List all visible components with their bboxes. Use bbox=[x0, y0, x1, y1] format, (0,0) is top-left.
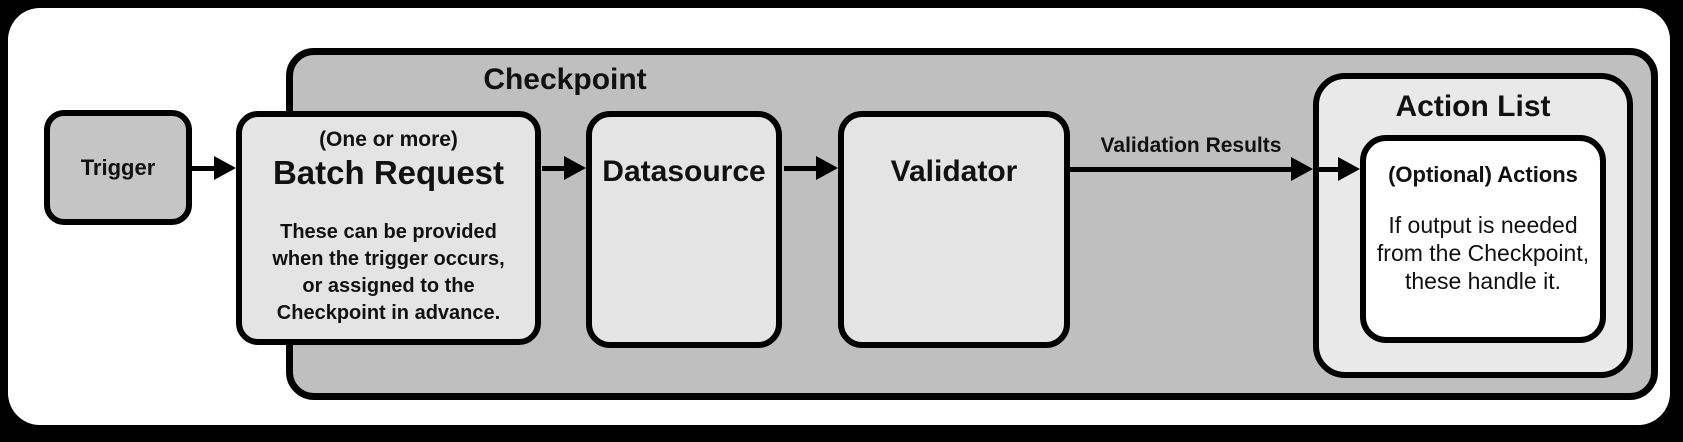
optional-actions-note: If output is needed from the Checkpoint,… bbox=[1376, 212, 1590, 294]
arrow-batch-request-to-datasource bbox=[542, 156, 586, 180]
arrow-line bbox=[542, 165, 564, 171]
arrow-head bbox=[1291, 157, 1313, 181]
arrow-datasource-to-validator bbox=[784, 156, 838, 180]
trigger-node: Trigger bbox=[44, 110, 192, 225]
batch-request-node: (One or more) Batch Request These can be… bbox=[236, 111, 541, 345]
action-list-container: Action List (Optional) Actions If output… bbox=[1313, 73, 1633, 378]
validator-label: Validator bbox=[890, 155, 1018, 188]
optional-actions-title: (Optional) Actions bbox=[1388, 162, 1578, 187]
arrow-action-list-to-optional-actions bbox=[1319, 157, 1360, 181]
arrow-line bbox=[784, 165, 816, 171]
action-list-title: Action List bbox=[1395, 90, 1551, 123]
arrow-head bbox=[564, 156, 586, 180]
checkpoint-title: Checkpoint bbox=[483, 63, 647, 96]
datasource-node: Datasource bbox=[586, 111, 782, 348]
batch-request-title: Batch Request bbox=[272, 154, 505, 191]
arrow-validator-to-action-list bbox=[1070, 157, 1313, 181]
optional-actions-node: (Optional) Actions If output is needed f… bbox=[1360, 135, 1606, 343]
arrow-head bbox=[214, 156, 236, 180]
validation-results-label: Validation Results bbox=[1100, 134, 1282, 157]
arrow-trigger-to-batch-request bbox=[192, 156, 236, 180]
trigger-label: Trigger bbox=[80, 154, 156, 180]
arrow-line bbox=[192, 165, 214, 171]
batch-request-qualifier: (One or more) bbox=[319, 128, 458, 151]
diagram-canvas: Checkpoint Trigger (One or more) Batch R… bbox=[8, 8, 1670, 425]
arrow-line bbox=[1070, 166, 1291, 172]
arrow-head bbox=[1338, 157, 1360, 181]
datasource-label: Datasource bbox=[602, 155, 766, 188]
arrow-line bbox=[1319, 166, 1338, 172]
arrow-head bbox=[816, 156, 838, 180]
validator-node: Validator bbox=[838, 111, 1070, 348]
batch-request-note: These can be provided when the trigger o… bbox=[272, 221, 505, 324]
